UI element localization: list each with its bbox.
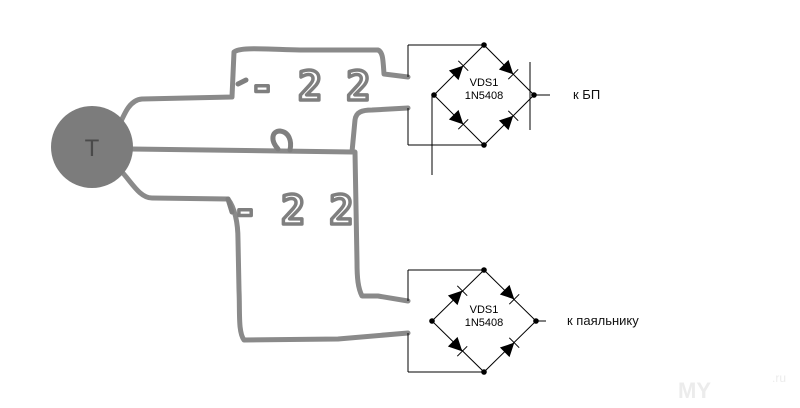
bridge-top-output-label: к БП	[573, 87, 600, 102]
bridge-bottom-node-right	[533, 318, 539, 324]
bridge-top-diode-3	[448, 109, 469, 130]
bridge-top-diode-1	[448, 60, 469, 81]
watermark: MY .ru	[678, 371, 786, 403]
hand-tick-lower	[225, 196, 235, 215]
bridge-top-node-right	[531, 92, 537, 98]
bridge-bottom: VDS1 1N5408	[407, 267, 546, 375]
watermark-text: MY	[678, 378, 711, 403]
bridge-top-diode-2	[498, 59, 519, 80]
bridge-top: VDS1 1N5408	[407, 42, 550, 175]
bridge-top-node-bottom	[481, 142, 487, 148]
wire-upper-winding	[115, 46, 411, 131]
bridge-bottom-diode-1	[447, 285, 468, 306]
wire-lower-winding	[119, 169, 411, 343]
winding-upper-label: - 2 2	[250, 64, 370, 110]
bridge-bottom-diode-4	[499, 337, 520, 358]
winding-lower-label: - 2 2	[233, 188, 353, 234]
bridge-bottom-node-top	[481, 267, 487, 273]
bridge-bottom-output-label: к паяльнику	[567, 313, 639, 328]
wire-center-tap-down	[352, 149, 411, 304]
hand-drawn-wiring	[115, 46, 411, 343]
transformer-body	[51, 106, 133, 188]
bridge-top-node-top	[481, 42, 487, 48]
bridge-bottom-diode-2	[499, 284, 520, 305]
transformer: T	[51, 106, 133, 188]
bridge-bottom-node-left	[429, 318, 435, 324]
bridge-top-designator: VDS1	[470, 77, 499, 89]
transformer-label: T	[85, 135, 100, 162]
bridge-top-part: 1N5408	[465, 90, 504, 102]
watermark-suffix: .ru	[772, 371, 786, 385]
bridge-top-diode-4	[498, 110, 519, 131]
hand-tick-upper	[235, 77, 249, 87]
bridge-top-node-left	[431, 92, 437, 98]
bridge-bottom-node-bottom	[481, 369, 487, 375]
bridge-bottom-designator: VDS1	[470, 304, 499, 316]
bridge-bottom-diode-3	[447, 336, 468, 357]
wire-loop	[270, 128, 294, 153]
wire-center-tap	[128, 105, 411, 155]
bridge-bottom-part: 1N5408	[465, 317, 504, 329]
